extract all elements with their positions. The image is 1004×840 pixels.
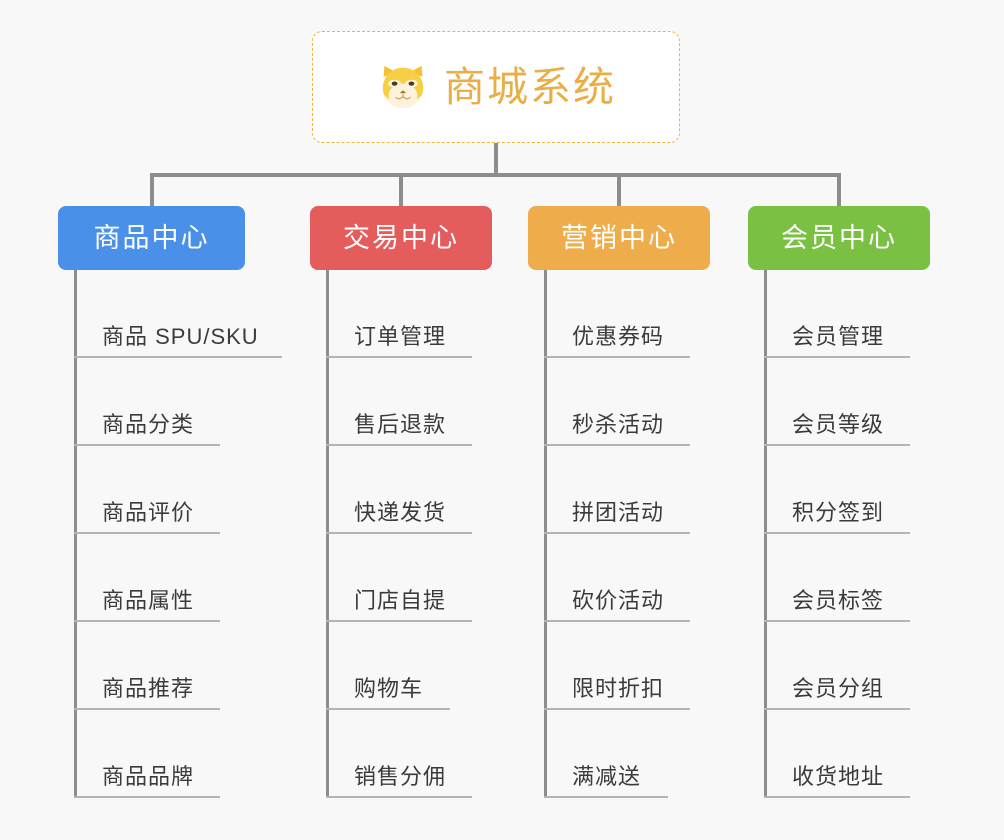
leaf-item[interactable]: 满减送 [544,710,710,798]
leaf-underline [326,708,450,710]
branch-spine [326,270,329,798]
leaf-label: 商品评价 [102,500,195,525]
leaf-underline [74,444,220,446]
leaf-underline [544,796,668,798]
leaf-underline [74,620,220,622]
leaf-label: 商品品牌 [102,764,195,789]
leaf-underline [764,796,910,798]
branch-column-marketing-center: 营销中心 优惠券码 秒杀活动 拼团活动 砍价活动 限时折扣 满减送 [528,206,710,798]
leaf-item[interactable]: 销售分佣 [326,710,492,798]
leaf-label: 门店自提 [354,588,447,613]
leaf-underline [764,532,910,534]
leaf-item[interactable]: 商品推荐 [74,622,245,710]
leaf-underline [764,708,910,710]
leaf-underline [326,356,472,358]
leaf-list-marketing-center: 优惠券码 秒杀活动 拼团活动 砍价活动 限时折扣 满减送 [528,270,710,798]
leaf-underline [544,356,690,358]
category-header-product-center[interactable]: 商品中心 [58,206,245,270]
leaf-label: 售后退款 [354,412,447,437]
leaf-label: 购物车 [354,676,424,701]
leaf-item[interactable]: 拼团活动 [544,446,710,534]
leaf-underline [74,532,220,534]
leaf-underline [544,532,690,534]
leaf-item[interactable]: 收货地址 [764,710,930,798]
leaf-item[interactable]: 购物车 [326,622,492,710]
leaf-item[interactable]: 限时折扣 [544,622,710,710]
branch-column-trade-center: 交易中心 订单管理 售后退款 快递发货 门店自提 购物车 销售分佣 [310,206,492,798]
leaf-item[interactable]: 积分签到 [764,446,930,534]
connector-horizontal-bus [149,173,841,177]
leaf-item[interactable]: 门店自提 [326,534,492,622]
leaf-underline [544,708,690,710]
leaf-label: 销售分佣 [354,764,447,789]
branch-spine [74,270,77,798]
connector-drop-2 [399,173,403,208]
branch-column-member-center: 会员中心 会员管理 会员等级 积分签到 会员标签 会员分组 收货地址 [748,206,930,798]
leaf-item[interactable]: 会员标签 [764,534,930,622]
leaf-item[interactable]: 商品品牌 [74,710,245,798]
leaf-underline [74,356,282,358]
leaf-list-product-center: 商品 SPU/SKU 商品分类 商品评价 商品属性 商品推荐 商品品牌 [58,270,282,798]
leaf-label: 拼团活动 [572,500,665,525]
leaf-list-trade-center: 订单管理 售后退款 快递发货 门店自提 购物车 销售分佣 [310,270,492,798]
leaf-underline [764,444,910,446]
leaf-item[interactable]: 商品分类 [74,358,245,446]
leaf-list-member-center: 会员管理 会员等级 积分签到 会员标签 会员分组 收货地址 [748,270,930,798]
branch-column-product-center: 商品中心 商品 SPU/SKU 商品分类 商品评价 商品属性 商品推荐 商品品牌 [58,206,282,798]
leaf-item[interactable]: 优惠券码 [544,270,710,358]
leaf-underline [544,620,690,622]
leaf-item[interactable]: 砍价活动 [544,534,710,622]
leaf-item[interactable]: 会员分组 [764,622,930,710]
leaf-underline [326,532,472,534]
leaf-label: 快递发货 [354,500,447,525]
leaf-label: 商品属性 [102,588,195,613]
category-header-marketing-center[interactable]: 营销中心 [528,206,710,270]
leaf-item[interactable]: 会员等级 [764,358,930,446]
leaf-underline [764,356,910,358]
leaf-label: 会员标签 [792,588,885,613]
leaf-label: 商品 SPU/SKU [102,324,259,349]
leaf-label: 限时折扣 [572,676,665,701]
leaf-label: 会员等级 [792,412,885,437]
leaf-underline [74,796,220,798]
leaf-underline [764,620,910,622]
category-header-member-center[interactable]: 会员中心 [748,206,930,270]
leaf-item[interactable]: 快递发货 [326,446,492,534]
leaf-label: 积分签到 [792,500,885,525]
root-title: 商城系统 [444,63,616,110]
connector-root-stem [494,143,498,176]
leaf-label: 商品推荐 [102,676,195,701]
leaf-underline [74,708,220,710]
branch-spine [544,270,547,798]
connector-drop-4 [837,173,841,208]
branch-spine [764,270,767,798]
leaf-underline [326,620,472,622]
leaf-label: 会员管理 [792,324,885,349]
shiba-dog-face-icon [382,65,424,109]
leaf-underline [326,796,472,798]
connector-drop-1 [149,173,154,208]
leaf-label: 优惠券码 [572,324,665,349]
leaf-label: 砍价活动 [572,588,665,613]
leaf-item[interactable]: 商品评价 [74,446,245,534]
leaf-item[interactable]: 秒杀活动 [544,358,710,446]
leaf-item[interactable]: 商品属性 [74,534,245,622]
leaf-underline [326,444,472,446]
leaf-label: 秒杀活动 [572,412,665,437]
leaf-label: 会员分组 [792,676,885,701]
category-header-trade-center[interactable]: 交易中心 [310,206,492,270]
leaf-underline [544,444,690,446]
leaf-item[interactable]: 售后退款 [326,358,492,446]
leaf-item[interactable]: 订单管理 [326,270,492,358]
connector-drop-3 [617,173,621,208]
root-node[interactable]: 商城系统 [312,31,680,143]
leaf-label: 收货地址 [792,764,885,789]
leaf-item[interactable]: 会员管理 [764,270,930,358]
leaf-item[interactable]: 商品 SPU/SKU [74,270,282,358]
leaf-label: 商品分类 [102,412,195,437]
leaf-label: 满减送 [572,764,642,789]
leaf-label: 订单管理 [354,324,447,349]
